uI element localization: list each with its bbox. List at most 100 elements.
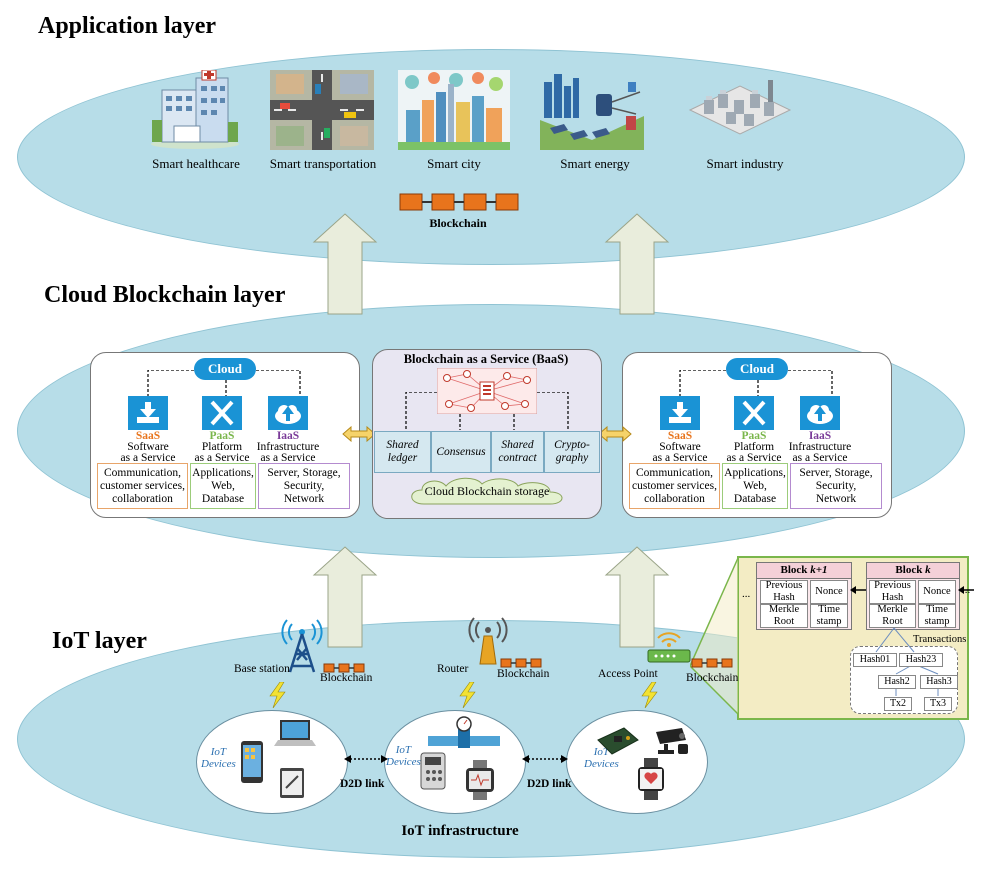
tx3-node: Tx3 xyxy=(924,697,952,711)
block-title-prefix: Block xyxy=(895,564,926,576)
saas-detail-box: Communication, customer services, collab… xyxy=(629,463,720,509)
saas-abbr: SaaS xyxy=(667,430,693,442)
base-station-label: Base station xyxy=(234,663,290,675)
iaas-detail-box: Server, Storage, Security, Network xyxy=(258,463,350,509)
up-arrow-icon xyxy=(604,213,670,315)
baas-item-text: Consensus xyxy=(436,445,486,458)
circuit-board-icon xyxy=(597,727,639,755)
iot-devices-label: IoT Devices xyxy=(201,746,236,770)
app-label-city: Smart city xyxy=(427,156,481,171)
download-monitor-icon xyxy=(660,396,700,430)
hash23-node: Hash23 xyxy=(899,653,943,667)
cell-text: Root xyxy=(882,616,903,627)
iaas-abbr: IaaS xyxy=(808,430,832,442)
cell-text: Previous xyxy=(874,580,911,591)
baas-item-text: ledger xyxy=(387,452,418,464)
city-skyline-icon xyxy=(398,70,510,150)
cell-text: stamp xyxy=(924,616,950,627)
wifi-access-point-icon xyxy=(647,632,691,663)
iaas-detail-line: Server, Storage, xyxy=(799,466,873,479)
smartphone-icon xyxy=(241,741,263,783)
paas-abbr: PaaS xyxy=(209,430,235,442)
tools-icon xyxy=(734,396,774,430)
cell-text: Nonce xyxy=(815,586,843,597)
factory-icon xyxy=(688,80,792,135)
cell-text: Merkle xyxy=(877,604,908,615)
iaas-abbr: IaaS xyxy=(276,430,300,442)
paas-detail-line: Database xyxy=(733,492,777,505)
up-arrow-icon xyxy=(604,546,670,648)
paas-detail-box: Applications, Web, Database xyxy=(190,463,256,509)
iot-layer-title: IoT layer xyxy=(52,628,147,654)
ellipsis-left: ... xyxy=(742,588,751,600)
cloud-layer-title: Cloud Blockchain layer xyxy=(44,282,286,308)
app-label-transportation: Smart transportation xyxy=(269,156,377,171)
cloud-label: Cloud xyxy=(194,358,256,380)
saas-detail-line: collaboration xyxy=(112,492,173,505)
cell-text: Time xyxy=(926,604,948,615)
block-title-prefix: Block xyxy=(780,564,811,576)
tools-icon xyxy=(202,396,242,430)
control-panel-icon xyxy=(420,752,446,790)
pipe-gauge-icon xyxy=(428,716,500,748)
paas-detail-line: Applications, xyxy=(192,466,254,479)
iot-blockchain-label: Blockchain xyxy=(686,672,739,684)
block-link-arrow xyxy=(958,586,974,594)
saas-line2: as a Service xyxy=(120,452,176,464)
saas-detail-line: Communication, xyxy=(104,466,181,479)
d2d-link-label: D2D link xyxy=(340,778,385,790)
paas-line2: as a Service xyxy=(726,452,782,464)
saas-detail-box: Communication, customer services, collab… xyxy=(97,463,188,509)
saas-line1: Software xyxy=(127,441,169,453)
cell-tower-icon xyxy=(281,619,323,673)
cell-text: Merkle xyxy=(768,604,800,615)
iaas-detail-line: Server, Storage, xyxy=(267,466,341,479)
cloud-upload-icon xyxy=(268,396,308,430)
baas-connector xyxy=(405,392,569,430)
iot-devices-label: IoT Devices xyxy=(386,744,421,768)
nonce-cell: Nonce xyxy=(918,580,956,604)
iot-device-cluster-2 xyxy=(384,710,526,814)
ellipsis-right: ... xyxy=(962,584,971,596)
router-label: Router xyxy=(437,663,469,675)
iot-devices-word: IoT xyxy=(395,744,412,756)
baas-item-text: graphy xyxy=(555,452,589,464)
paas-line1: Platform xyxy=(201,441,243,453)
blockchain-network-icon xyxy=(437,368,537,414)
security-camera-icon xyxy=(656,728,688,754)
download-monitor-icon xyxy=(128,396,168,430)
lightning-icon xyxy=(641,682,658,708)
hash2-node: Hash2 xyxy=(878,675,916,689)
iot-devices-word: IoT xyxy=(210,746,227,758)
energy-grid-icon xyxy=(540,74,644,150)
paas-line1: Platform xyxy=(733,441,775,453)
cell-text: Root xyxy=(773,616,795,627)
baas-title: Blockchain as a Service (BaaS) xyxy=(403,352,569,366)
iot-devices-word: Devices xyxy=(201,758,236,770)
cell-text: Previous xyxy=(765,580,803,591)
paas-abbr: PaaS xyxy=(741,430,767,442)
baas-item-text: contract xyxy=(498,452,537,464)
access-point-label: Access Point xyxy=(598,668,658,680)
smartwatch-icon xyxy=(638,758,664,800)
cloud-label: Cloud xyxy=(726,358,788,380)
paas-detail-line: Applications, xyxy=(724,466,786,479)
saas-detail-line: customer services, xyxy=(100,479,185,492)
laptop-icon xyxy=(274,720,316,746)
iot-blockchain-label: Blockchain xyxy=(320,672,373,684)
block-title-var: k xyxy=(925,564,931,576)
iot-devices-word: IoT xyxy=(593,746,610,758)
block-title-var: k+1 xyxy=(810,564,828,576)
cloud-connector xyxy=(679,370,833,396)
blockchain-icon xyxy=(500,658,542,668)
app-blockchain-label: Blockchain xyxy=(429,216,487,230)
saas-line2: as a Service xyxy=(652,452,708,464)
blockchain-icon xyxy=(399,193,519,211)
paas-detail-line: Database xyxy=(201,492,245,505)
hash3-node: Hash3 xyxy=(920,675,958,689)
block-title: Block k xyxy=(867,563,959,579)
